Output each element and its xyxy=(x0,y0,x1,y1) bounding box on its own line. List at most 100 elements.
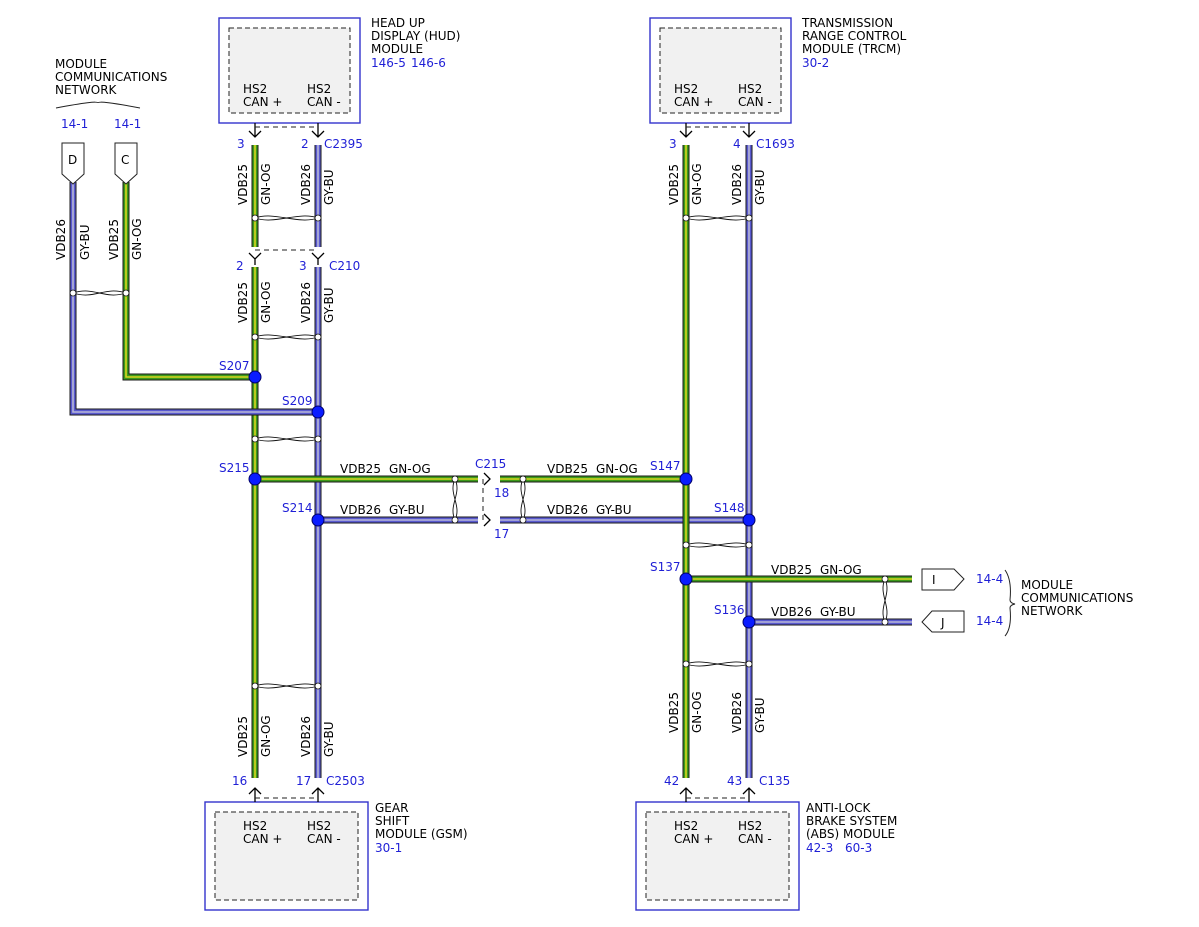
pin-number: 4 xyxy=(733,137,741,151)
wire-color-label: GN-OG xyxy=(130,218,144,260)
circuit-label: VDB25 xyxy=(340,462,381,476)
pin-number: 3 xyxy=(237,137,245,151)
module-title: GEAR xyxy=(375,801,408,815)
pin-label: HS2 xyxy=(674,819,698,833)
pin-number: 43 xyxy=(727,774,742,788)
connector-id[interactable]: C215 xyxy=(475,457,506,471)
network-flag-d[interactable]: D xyxy=(61,142,85,185)
connector-id[interactable]: C2395 xyxy=(324,137,363,151)
circuit-label: VDB25 xyxy=(771,563,812,577)
wire-color-label: GY-BU xyxy=(753,697,767,733)
pin-label: HS2 xyxy=(307,82,331,96)
wire-network-left-can-minus xyxy=(69,182,318,416)
wire-color-label: GN-OG xyxy=(820,563,862,577)
page-ref-link[interactable]: 14-1 xyxy=(114,117,141,131)
pin-number: 2 xyxy=(236,259,244,273)
svg-text:D: D xyxy=(68,153,77,167)
module-title: ANTI-LOCK xyxy=(806,801,871,815)
splice-points xyxy=(248,370,756,629)
network-flag-j[interactable]: J xyxy=(921,610,965,633)
wire-labels: VDB25 GN-OG VDB26 GY-BU VDB25 GN-OG VDB2… xyxy=(54,163,862,757)
page-ref-link[interactable]: 42-3 xyxy=(806,841,833,855)
splice-label: S209 xyxy=(282,394,313,408)
circuit-label: VDB26 xyxy=(771,605,812,619)
abs-module[interactable]: HS2 CAN + HS2 CAN - xyxy=(635,801,800,911)
connector-id[interactable]: C1693 xyxy=(756,137,795,151)
svg-text:I: I xyxy=(932,573,936,587)
module-title: MODULE (GSM) xyxy=(375,827,468,841)
splice-s136[interactable] xyxy=(742,615,756,629)
wire-color-label: GY-BU xyxy=(820,605,856,619)
splice-s214[interactable] xyxy=(311,513,325,527)
pin-label: CAN - xyxy=(307,832,341,846)
twist-marker xyxy=(251,682,322,690)
module-title: BRAKE SYSTEM xyxy=(806,814,897,828)
twist-marker xyxy=(451,475,459,524)
pin-label: CAN + xyxy=(243,832,282,846)
network-title: COMMUNICATIONS xyxy=(1021,591,1133,605)
page-ref-link[interactable]: 30-1 xyxy=(375,841,402,855)
module-title: (ABS) MODULE xyxy=(806,827,895,841)
circuit-label: VDB26 xyxy=(730,692,744,733)
wire-color-label: GN-OG xyxy=(690,163,704,205)
splice-s137[interactable] xyxy=(679,572,693,586)
pin-number: 42 xyxy=(664,774,679,788)
svg-text:J: J xyxy=(940,616,945,630)
circuit-label: VDB26 xyxy=(299,164,313,205)
pin-label: CAN - xyxy=(738,832,772,846)
page-ref-link[interactable]: 14-4 xyxy=(976,572,1003,586)
connector-id[interactable]: C135 xyxy=(759,774,790,788)
page-ref-link[interactable]: 30-2 xyxy=(802,56,829,70)
twist-marker xyxy=(682,660,753,668)
twist-marker xyxy=(251,435,322,443)
splice-label: S207 xyxy=(219,359,250,373)
page-ref-link[interactable]: 14-4 xyxy=(976,614,1003,628)
splice-s209[interactable] xyxy=(311,405,325,419)
wire-color-label: GN-OG xyxy=(690,691,704,733)
network-title: MODULE xyxy=(55,57,107,71)
page-ref-link[interactable]: 14-1 xyxy=(61,117,88,131)
wire-color-label: GN-OG xyxy=(596,462,638,476)
circuit-label: VDB25 xyxy=(547,462,588,476)
hud-module[interactable]: HS2 CAN + HS2 CAN - xyxy=(218,17,361,124)
network-flag-i[interactable]: I xyxy=(921,568,965,591)
wire-harness xyxy=(69,145,912,778)
circuit-label: VDB25 xyxy=(236,716,250,757)
pin-number: 2 xyxy=(301,137,309,151)
network-flag-c[interactable]: C xyxy=(114,142,138,185)
module-title: MODULE (TRCM) xyxy=(802,42,901,56)
page-ref-link[interactable]: 146-5 xyxy=(371,56,406,70)
pin-label: HS2 xyxy=(243,82,267,96)
splice-s148[interactable] xyxy=(742,513,756,527)
wire-color-label: GY-BU xyxy=(78,224,92,260)
trcm-module[interactable]: HS2 CAN + HS2 CAN - xyxy=(649,17,792,124)
splice-label: S214 xyxy=(282,501,313,515)
pin-label: HS2 xyxy=(307,819,331,833)
pin-label: CAN - xyxy=(307,95,341,109)
pin-number: 17 xyxy=(494,527,509,541)
circuit-label: VDB25 xyxy=(667,692,681,733)
splice-s215[interactable] xyxy=(248,472,262,486)
splice-s147[interactable] xyxy=(679,472,693,486)
splice-s207[interactable] xyxy=(248,370,262,384)
pin-label: HS2 xyxy=(738,82,762,96)
circuit-label: VDB25 xyxy=(236,282,250,323)
splice-label: S215 xyxy=(219,461,250,475)
splice-label: S137 xyxy=(650,560,681,574)
page-ref-link[interactable]: 60-3 xyxy=(845,841,872,855)
connector-symbols xyxy=(248,123,756,802)
circuit-label: VDB25 xyxy=(236,164,250,205)
page-ref-link[interactable]: 146-6 xyxy=(411,56,446,70)
connector-id[interactable]: C210 xyxy=(329,259,360,273)
wire-color-label: GN-OG xyxy=(259,715,273,757)
svg-text:C: C xyxy=(121,153,129,167)
gsm-module[interactable]: HS2 CAN + HS2 CAN - xyxy=(204,801,369,911)
pin-number: 18 xyxy=(494,486,509,500)
brace-icon xyxy=(1004,569,1016,637)
network-right: I J 14-4 14-4 MODULE COMMUNICATIONS NETW… xyxy=(921,568,1133,637)
splice-label: S147 xyxy=(650,459,681,473)
connector-id[interactable]: C2503 xyxy=(326,774,365,788)
twist-marker xyxy=(881,575,889,626)
pin-label: HS2 xyxy=(243,819,267,833)
